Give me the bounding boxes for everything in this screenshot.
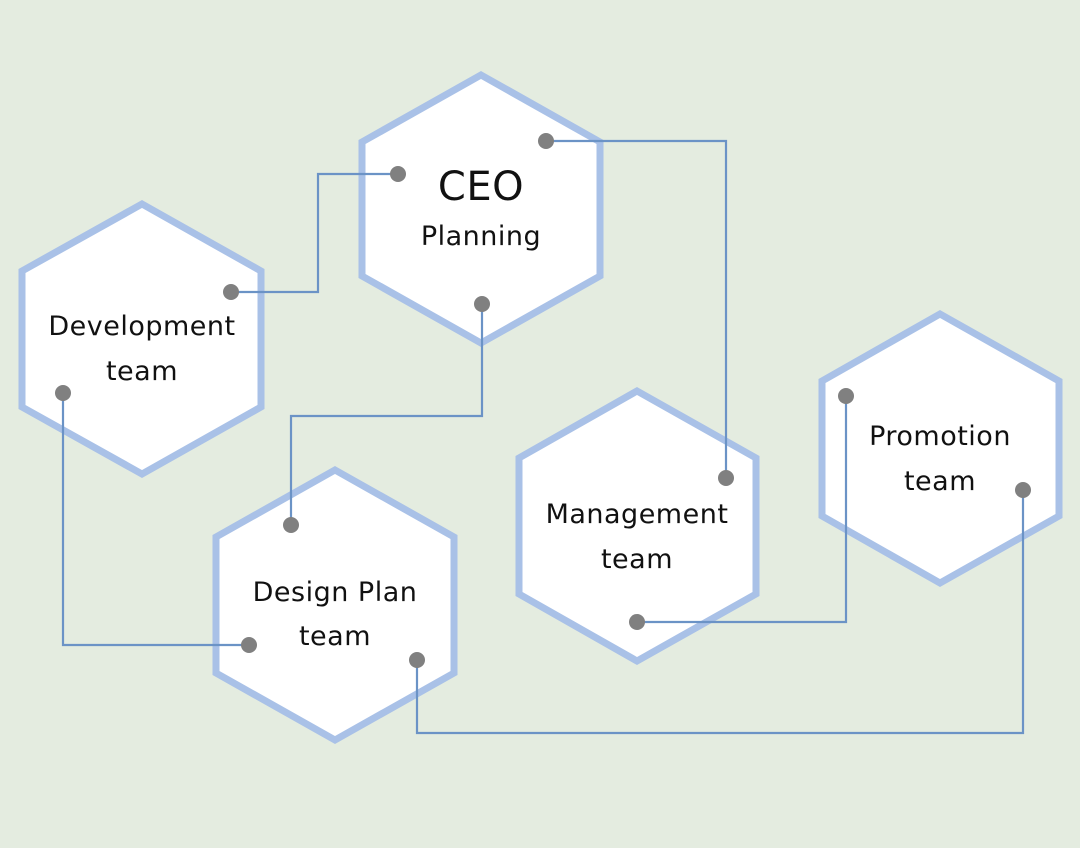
ceo-title: CEO [438, 164, 524, 210]
connector-dot [241, 637, 257, 653]
node-labels: CEO Planning Development team Design Pla… [48, 164, 1011, 652]
design-plan-label-line2: team [299, 621, 371, 652]
hex-development[interactable] [18, 199, 265, 479]
edge-ceo-development [231, 172, 398, 294]
connector-dot [474, 296, 490, 312]
connector-dot [1015, 482, 1031, 498]
edge-management-promotion [637, 396, 848, 624]
connector-dot [409, 652, 425, 668]
promotion-label-line2: team [904, 466, 976, 497]
connector-dot [283, 517, 299, 533]
edge-ceo-management [546, 139, 728, 478]
edge-development-design-plan [61, 393, 249, 647]
connector-dot [718, 470, 734, 486]
development-label-line2: team [106, 356, 178, 387]
connector-dot [838, 388, 854, 404]
connector-dot [223, 284, 239, 300]
hex-management[interactable] [515, 386, 760, 666]
connector-dot [538, 133, 554, 149]
hex-promotion[interactable] [818, 309, 1063, 588]
connector-dots [55, 133, 1031, 668]
management-label-line2: team [601, 544, 673, 575]
edge-design-plan-promotion [415, 490, 1025, 735]
ceo-subtitle: Planning [421, 221, 541, 252]
promotion-label-line1: Promotion [869, 421, 1011, 452]
development-label-line1: Development [48, 311, 235, 342]
connector-dot [55, 385, 71, 401]
hex-design-plan[interactable] [212, 465, 458, 745]
edge-ceo-design-plan [289, 304, 484, 525]
management-label-line1: Management [546, 499, 729, 530]
connectors [61, 139, 1025, 735]
design-plan-label-line1: Design Plan [253, 577, 418, 608]
connector-dot [390, 166, 406, 182]
connector-dot [629, 614, 645, 630]
